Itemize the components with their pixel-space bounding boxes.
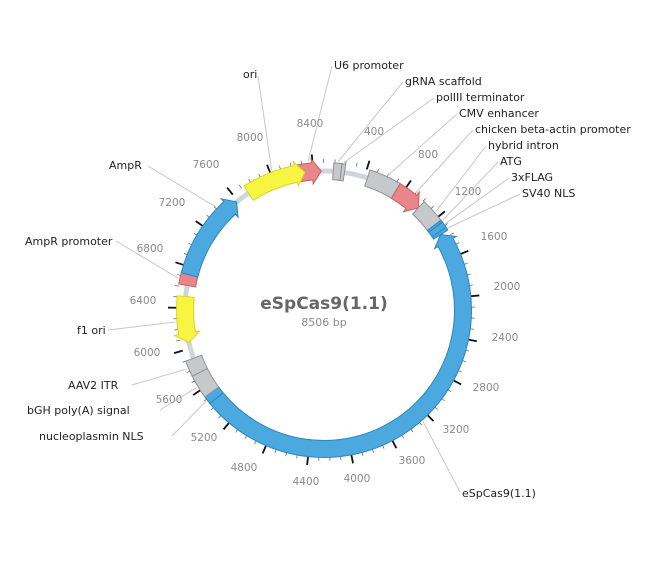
leader-3xflag [445, 177, 510, 225]
feature-sv40-nls [431, 226, 449, 240]
leader-ampr [147, 165, 217, 208]
label-leaders [107, 65, 521, 493]
tick-label-7200: 7200 [159, 197, 186, 209]
label-hybrid-intron: hybrid intron [488, 139, 559, 152]
label-cmv-enhancer: CMV enhancer [459, 107, 539, 120]
label-bgh-polya: bGH poly(A) signal [27, 404, 130, 417]
feature-f1-ori [173, 295, 201, 344]
major-tick [426, 414, 435, 422]
feature-arcs [173, 157, 472, 458]
feature-poliii-terminator [339, 163, 347, 182]
label-grna-scaffold: gRNA scaffold [405, 75, 482, 88]
leader-sv40-nls [448, 193, 521, 229]
feature-chicken-beta-actin-promoter [390, 183, 420, 213]
minor-tick [422, 198, 426, 202]
tick-labels: 400 800 1200 1600 2000 2400 2800 3200 36… [130, 118, 521, 488]
tick-label-3200: 3200 [443, 424, 470, 436]
major-tick [470, 294, 480, 298]
tick-label-6400: 6400 [130, 295, 157, 307]
major-tick [365, 160, 371, 170]
major-tick [350, 454, 354, 464]
leader-ampr-promoter [115, 240, 179, 279]
major-tick [467, 338, 478, 343]
major-tick [195, 220, 204, 228]
major-tick [459, 250, 469, 256]
leader-bgh-poly-a-signal [159, 386, 197, 411]
plasmid-name: eSpCas9(1.1) [260, 294, 388, 314]
leader-chicken-beta-actin-promoter [415, 129, 474, 194]
label-f1-ori: f1 ori [77, 324, 106, 337]
label-u6-promoter: U6 promoter [334, 59, 404, 72]
tick-label-800: 800 [418, 149, 438, 161]
leader-poliii-terminator [343, 97, 435, 163]
tick-label-6000: 6000 [134, 347, 161, 359]
major-tick [405, 179, 412, 189]
tick-label-4400: 4400 [293, 476, 320, 488]
major-tick [437, 210, 446, 218]
feature-ampr [180, 198, 239, 278]
leader-grna-scaffold [337, 81, 404, 162]
minor-tick [176, 339, 181, 342]
minor-tick [238, 184, 242, 189]
major-tick [261, 444, 268, 454]
major-tick [452, 379, 462, 386]
label-atg: ATG [500, 155, 522, 168]
leader-u6-promoter [307, 65, 333, 162]
tick-label-2000: 2000 [494, 281, 521, 293]
tick-label-7600: 7600 [193, 159, 220, 171]
major-tick [226, 187, 234, 196]
label-aav2-itr: AAV2 ITR [68, 379, 119, 392]
tick-label-4000: 4000 [344, 473, 371, 485]
label-ampr-promoter: AmpR promoter [25, 235, 113, 248]
leader-espcas9-1-1 [422, 421, 461, 493]
label-chicken-beta-actin-promoter: chicken beta-actin promoter [475, 123, 631, 136]
tick-label-8400: 8400 [297, 118, 324, 130]
major-tick [175, 261, 185, 266]
tick-label-8000: 8000 [237, 132, 264, 144]
tick-label-400: 400 [364, 126, 384, 138]
tick-label-5200: 5200 [191, 432, 218, 444]
leader-cmv-enhancer [387, 113, 458, 176]
major-tick [192, 389, 202, 396]
tick-label-1600: 1600 [481, 231, 508, 243]
feature-ori [243, 160, 306, 202]
major-tick [266, 164, 272, 174]
tick-label-2400: 2400 [492, 332, 519, 344]
tick-label-3600: 3600 [399, 455, 426, 467]
tick-label-6800: 6800 [137, 243, 164, 255]
label-3xflag: 3xFLAG [511, 171, 553, 184]
major-tick [306, 456, 309, 466]
major-ticks [168, 154, 480, 466]
tick-label-1200: 1200 [455, 186, 482, 198]
leader-atg [442, 161, 499, 221]
label-sv40-nls: SV40 NLS [522, 187, 575, 200]
leader-f1-ori [107, 321, 176, 331]
label-espcas9: eSpCas9(1.1) [462, 487, 536, 500]
minor-tick [355, 162, 358, 167]
feature-labels: ori U6 promoter gRNA scaffold polIII ter… [25, 59, 631, 500]
major-tick [222, 421, 231, 430]
leader-nucleoplasmin-nls [171, 400, 207, 437]
leader-hybrid-intron [435, 145, 487, 212]
tick-label-5600: 5600 [156, 394, 183, 406]
label-ori: ori [243, 68, 257, 81]
label-poliii-terminator: polIII terminator [436, 91, 525, 104]
label-nucleoplasmin-nls: nucleoplasmin NLS [39, 430, 144, 443]
major-tick [391, 439, 398, 449]
feature-espcas9-1-1 [209, 234, 472, 458]
minor-tick [450, 232, 454, 236]
leader-ori [257, 75, 273, 171]
tick-label-4800: 4800 [231, 462, 258, 474]
feature-aav2-itr [185, 354, 209, 377]
major-tick [173, 349, 183, 355]
tick-label-2800: 2800 [473, 382, 500, 394]
leader-aav2-itr [131, 368, 188, 386]
plasmid-length: 8506 bp [301, 316, 346, 329]
minor-tick [174, 285, 180, 287]
label-ampr: AmpR [109, 159, 142, 172]
